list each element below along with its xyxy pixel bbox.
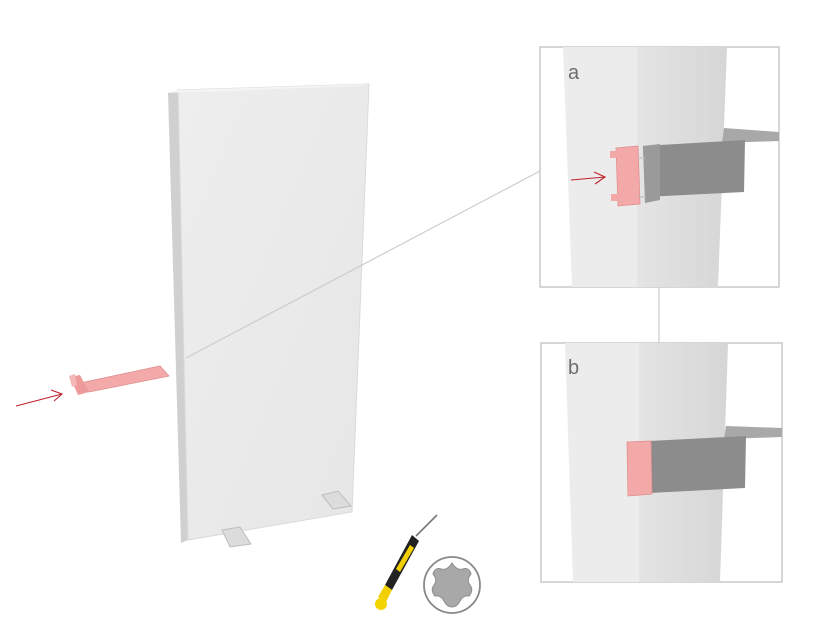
panel-foot-right <box>321 490 352 510</box>
display-panel <box>168 83 370 543</box>
highlighted-bracket-part <box>69 365 170 395</box>
detail-b-frame: b <box>540 342 783 583</box>
zoom-connector-line <box>185 170 541 359</box>
detail-a-label: a <box>568 62 580 84</box>
screwdriver-icon <box>375 514 438 610</box>
insertion-arrow <box>15 389 64 407</box>
detail-b-label: b <box>568 357 579 379</box>
panel-foot-left <box>221 526 252 548</box>
detail-a-frame: a <box>539 46 780 288</box>
torx-bit-icon <box>423 556 481 614</box>
detail-a-arrow <box>570 171 607 185</box>
